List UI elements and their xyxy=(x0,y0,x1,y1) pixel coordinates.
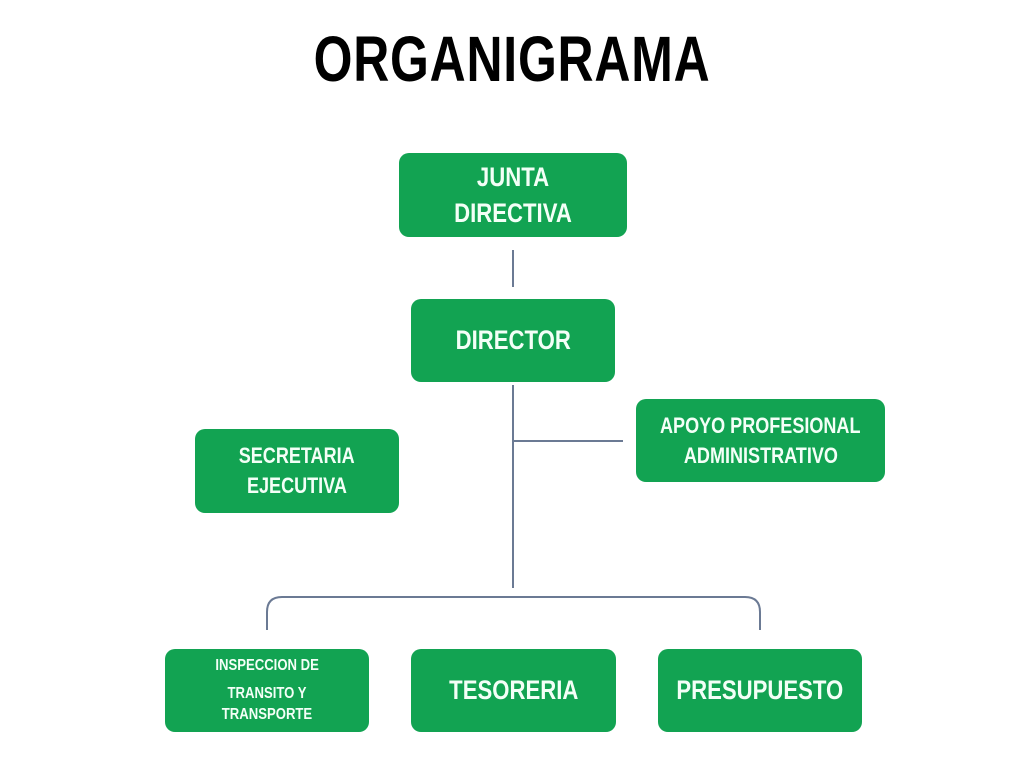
node-label: DIRECTOR xyxy=(455,325,571,356)
connector-bottom-bracket xyxy=(266,596,761,630)
node-label-line2: EJECUTIVA xyxy=(247,473,347,498)
node-label: TESORERIA xyxy=(448,675,579,706)
node-label: JUNTA DIRECTIVA xyxy=(454,161,572,228)
node-label-line2: TRANSITO Y TRANSPORTE xyxy=(221,684,313,724)
node-label-line2: ADMINISTRATIVO xyxy=(683,442,838,468)
node-director[interactable]: DIRECTOR xyxy=(411,299,615,382)
node-presupuesto[interactable]: PRESUPUESTO xyxy=(658,649,862,732)
node-tesoreria[interactable]: TESORERIA xyxy=(411,649,616,732)
node-secretaria-ejecutiva[interactable]: SECRETARIA EJECUTIVA xyxy=(195,429,399,513)
node-apoyo-profesional[interactable]: APOYO PROFESIONAL ADMINISTRATIVO xyxy=(636,399,885,482)
node-inspeccion-transito[interactable]: INSPECCION DE TRANSITO Y TRANSPORTE xyxy=(165,649,369,732)
node-junta-directiva[interactable]: JUNTA DIRECTIVA xyxy=(399,153,627,237)
node-label-line1: SECRETARIA xyxy=(239,443,355,469)
node-label: PRESUPUESTO xyxy=(676,675,844,706)
node-label-line1: APOYO PROFESIONAL xyxy=(660,412,861,438)
node-label-line1: INSPECCION DE xyxy=(215,657,319,675)
page-title: ORGANIGRAMA xyxy=(313,23,711,95)
